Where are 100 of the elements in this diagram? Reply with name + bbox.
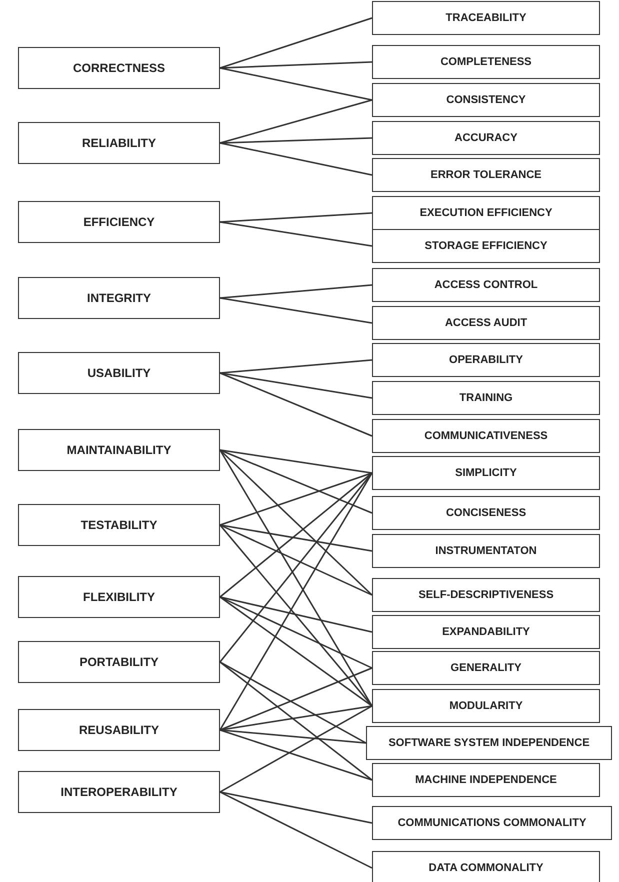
box-label: SIMPLICITY	[455, 467, 517, 479]
box-label: TRACEABILITY	[446, 12, 526, 24]
connector-line	[220, 472, 372, 598]
quality-factor-box	[18, 201, 220, 243]
quality-factor-box	[18, 429, 220, 471]
connector-line	[220, 297, 372, 324]
connector-line	[220, 667, 372, 731]
box-label: STORAGE EFFICIENCY	[424, 240, 548, 252]
connector-line	[220, 449, 372, 474]
box-label: OPERABILITY	[449, 354, 523, 366]
quality-criterion-box	[372, 229, 600, 263]
box-label: EXPANDABILITY	[442, 626, 530, 638]
quality-criterion-box	[372, 45, 600, 79]
connector-line	[220, 596, 372, 707]
quality-factor-box	[18, 352, 220, 394]
box-label: CORRECTNESS	[72, 61, 165, 75]
quality-factor-box	[18, 122, 220, 164]
connector-line	[220, 524, 372, 552]
box-label: INSTRUMENTATON	[435, 545, 537, 557]
connector-line	[220, 596, 372, 633]
connector-line	[220, 61, 372, 69]
connector-line	[220, 67, 372, 101]
box-label: EXECUTION EFFICIENCY	[420, 207, 552, 219]
box-label: MACHINE INDEPENDENCE	[415, 774, 557, 786]
quality-factor-box	[18, 277, 220, 319]
quality-criterion-box	[366, 726, 612, 760]
connector-line	[220, 142, 372, 176]
quality-criterion-box	[372, 196, 600, 230]
connector-line	[220, 221, 372, 247]
box-label: ERROR TOLERANCE	[430, 169, 542, 181]
connector-line	[220, 791, 372, 869]
box-label: USABILITY	[87, 366, 151, 380]
quality-criterion-box	[372, 1, 600, 35]
quality-criterion-box	[372, 121, 600, 155]
quality-criterion-box	[372, 496, 600, 530]
box-label: SELF-DESCRIPTIVENESS	[418, 589, 554, 601]
quality-criterion-box	[372, 343, 600, 377]
box-label: REUSABILITY	[78, 723, 159, 737]
quality-criterion-box	[372, 615, 600, 649]
connector-line	[220, 729, 366, 744]
box-label: CONCISENESS	[446, 507, 526, 519]
box-label: MAINTAINABILITY	[66, 443, 172, 457]
quality-criterion-box	[372, 851, 600, 882]
box-label: COMPLETENESS	[440, 56, 532, 68]
quality-criterion-box	[372, 578, 600, 612]
box-label: TESTABILITY	[80, 518, 158, 532]
box-label: CONSISTENCY	[446, 94, 526, 106]
quality-factor-box	[18, 576, 220, 618]
quality-criterion-box	[372, 83, 600, 117]
box-label: EFFICIENCY	[83, 215, 155, 229]
quality-factor-box	[18, 709, 220, 751]
connector-line	[220, 17, 372, 69]
quality-criterion-box	[372, 763, 600, 797]
box-label: COMMUNICATIVENESS	[424, 430, 548, 442]
connector-line	[220, 524, 372, 596]
connector-line	[219, 524, 373, 706]
connector-line	[219, 450, 373, 706]
quality-criterion-box	[372, 419, 600, 453]
quality-criterion-box	[372, 651, 600, 685]
connector-line	[220, 661, 366, 744]
box-label: MODULARITY	[449, 700, 523, 712]
quality-criterion-box	[372, 456, 600, 490]
quality-criterion-box	[372, 806, 612, 840]
quality-factor-box	[18, 641, 220, 683]
connector-line	[220, 472, 372, 526]
box-label: SOFTWARE SYSTEM INDEPENDENCE	[388, 737, 590, 749]
connector-line	[220, 791, 372, 824]
box-label: ACCESS AUDIT	[444, 317, 528, 329]
connector-line	[220, 729, 372, 781]
connector-line	[220, 705, 372, 793]
box-label: INTEROPERABILITY	[60, 785, 178, 799]
connector-line	[220, 661, 372, 781]
box-label: DATA COMMONALITY	[428, 862, 544, 874]
quality-criterion-box	[372, 268, 600, 302]
connector-line	[220, 137, 372, 144]
connector-line	[220, 284, 372, 299]
box-label: COMMUNICATIONS COMMONALITY	[398, 817, 586, 829]
connector-line	[219, 449, 373, 596]
box-label: RELIABILITY	[82, 136, 156, 150]
connector-line	[220, 359, 372, 374]
box-label: GENERALITY	[450, 662, 522, 674]
box-label: ACCURACY	[454, 132, 518, 144]
box-label: ACCESS CONTROL	[434, 279, 538, 291]
box-label: INTEGRITY	[86, 291, 151, 305]
connector-line	[220, 372, 372, 399]
connector-line	[220, 449, 372, 514]
quality-criterion-box	[372, 381, 600, 415]
connector-line	[220, 99, 372, 144]
quality-criterion-box	[372, 158, 600, 192]
box-label: FLEXIBILITY	[83, 590, 155, 604]
quality-factor-box	[18, 47, 220, 89]
quality-criterion-box	[372, 689, 600, 723]
connector-line	[219, 472, 373, 730]
quality-factor-box	[18, 771, 220, 813]
connector-line	[220, 212, 372, 223]
quality-criterion-box	[372, 534, 600, 568]
connector-line	[220, 372, 372, 437]
quality-criterion-box	[372, 306, 600, 340]
quality-factor-box	[18, 504, 220, 546]
box-label: PORTABILITY	[79, 655, 159, 669]
